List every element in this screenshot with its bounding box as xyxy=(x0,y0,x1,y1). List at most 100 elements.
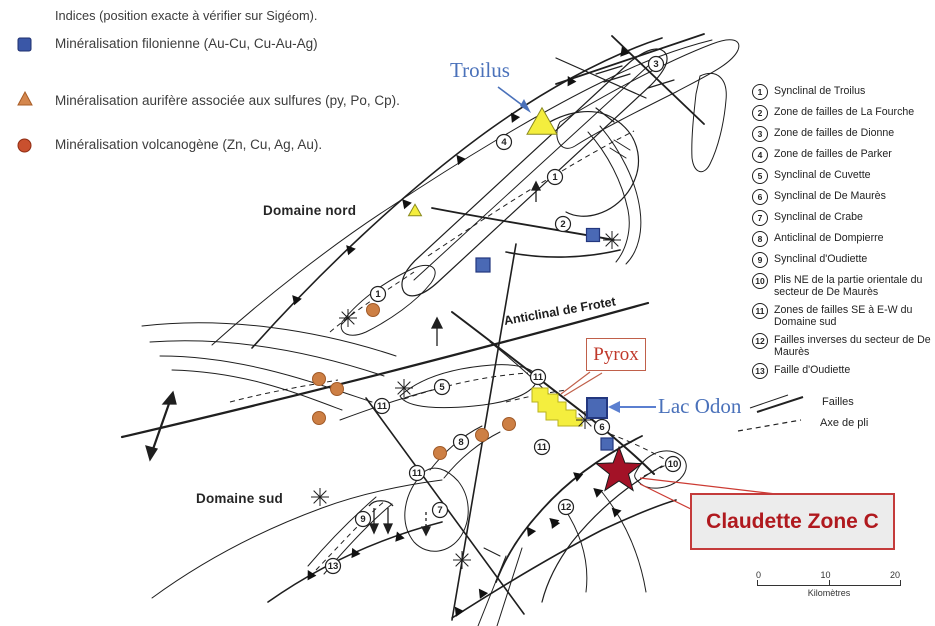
fracture-line xyxy=(341,311,355,325)
number-circle xyxy=(554,215,572,233)
thrust-tooth xyxy=(402,199,412,210)
legend-item-label: Synclinal de Crabe xyxy=(774,211,863,223)
claudette-leader xyxy=(639,477,777,514)
troilus-label: Troilus xyxy=(450,58,510,82)
legend-item-label: Zone de failles de Parker xyxy=(774,148,892,160)
legend-item-label: Faille d'Oudiette xyxy=(774,364,851,376)
legend-item-label: Synclinal d'Oudiette xyxy=(774,253,868,265)
number-text: 1 xyxy=(552,172,558,183)
legend-number-badge: 6 xyxy=(752,189,768,205)
legend-item-label: Minéralisation filonienne (Au-Cu, Cu-Au-… xyxy=(55,36,318,51)
number-circle xyxy=(546,168,564,186)
thrust-tooth xyxy=(573,472,584,482)
number-circle xyxy=(557,498,575,516)
map-number-3: 3 xyxy=(647,55,665,73)
fracture-symbol xyxy=(311,488,329,506)
fracture-symbol xyxy=(339,309,357,327)
number-text: 13 xyxy=(328,561,339,572)
volcanogene-dot xyxy=(312,411,326,425)
number-text: 1 xyxy=(375,289,381,300)
number-text: 3 xyxy=(653,59,658,70)
scale-unit: Kilomètres xyxy=(807,588,851,598)
number-text: 4 xyxy=(501,137,507,148)
map-number-6: 6 xyxy=(593,418,611,436)
thrust-tooth xyxy=(550,518,561,529)
scale-tick-label: 0 xyxy=(756,570,762,580)
claudette-star xyxy=(594,445,644,492)
number-circle xyxy=(647,55,665,73)
legend-number-badge: 7 xyxy=(752,210,768,226)
number-circle xyxy=(431,501,449,519)
legend-item-label: Minéralisation volcanogène (Zn, Cu, Ag, … xyxy=(55,137,323,152)
legend-item-label: Synclinal de De Maurès xyxy=(774,190,886,202)
failles-label: Failles xyxy=(822,396,854,408)
thrust-tooth xyxy=(526,526,537,537)
legend-number-badge: 13 xyxy=(752,363,768,379)
thrust-tooth xyxy=(307,570,317,581)
number-circle xyxy=(664,455,682,473)
triangle-icon xyxy=(17,91,33,106)
number-text: 11 xyxy=(533,372,544,383)
number-text: 7 xyxy=(437,505,442,516)
legend-number-badge: 9 xyxy=(752,252,768,268)
legend-item-label: Zone de failles de La Fourche xyxy=(774,106,915,118)
map-number-1: 1 xyxy=(546,168,564,186)
map-number-10: 10 xyxy=(664,455,682,473)
pyrox-callout: Pyrox xyxy=(586,338,646,371)
legend-item-label: Zone de failles de Dionne xyxy=(774,127,895,139)
number-text: 8 xyxy=(458,437,463,448)
map-linework xyxy=(120,33,740,626)
number-circle xyxy=(593,418,611,436)
map-number-13: 13 xyxy=(324,557,342,575)
map-number-1: 1 xyxy=(369,285,387,303)
number-text: 10 xyxy=(668,459,679,470)
fold-arrows xyxy=(145,180,542,537)
map-number-11: 11 xyxy=(373,397,391,415)
thrust-tooth xyxy=(454,606,465,617)
legend-number-badge: 4 xyxy=(752,147,768,163)
map-number-4: 4 xyxy=(495,133,513,151)
legend-item-label: Failles inverses du secteur de De Maurès xyxy=(774,334,931,358)
aurifere-triangle xyxy=(526,106,558,135)
volcanogene-dot xyxy=(366,303,380,317)
number-text: 11 xyxy=(412,468,423,479)
thrust-tooth xyxy=(510,112,521,123)
legend-number-badge: 11 xyxy=(752,303,768,319)
legend-item-11: 11 Zones de failles SE à E-W du Domaine s… xyxy=(752,303,935,328)
number-text: 11 xyxy=(377,401,388,412)
legend-item-label: Plis NE de la partie orientale du secteu… xyxy=(774,274,923,298)
legend-number-badge: 2 xyxy=(752,105,768,121)
number-text: 2 xyxy=(560,219,565,230)
volcanogene-dot xyxy=(502,417,516,431)
thrust-tooth xyxy=(478,588,489,599)
map-number-9: 9 xyxy=(354,510,372,528)
number-text: 9 xyxy=(360,514,365,525)
filonienne-square xyxy=(475,257,491,273)
thrust-tooth xyxy=(292,295,302,306)
filonienne-square xyxy=(585,227,601,243)
filonienne-square xyxy=(600,437,614,451)
lac-odon-label: Lac Odon xyxy=(658,394,742,418)
legend-item-label: Zones de failles SE à E-W du Domaine sud xyxy=(774,304,913,328)
number-circle xyxy=(373,397,391,415)
aurifere-triangle xyxy=(407,203,423,217)
thrust-tooth xyxy=(351,547,361,559)
number-circle xyxy=(324,557,342,575)
legend-item-6: 6 Synclinal de De Maurès xyxy=(752,189,935,205)
map-number-11: 11 xyxy=(529,368,547,386)
thrust-tooth xyxy=(346,245,356,256)
scale-tick-label: 10 xyxy=(820,570,831,580)
pyrox-deposit-polygon xyxy=(531,387,583,427)
fracture-line xyxy=(313,490,327,504)
volcanogene-dot xyxy=(433,446,447,460)
legend-number-badge: 10 xyxy=(752,273,768,289)
map-number-8: 8 xyxy=(452,433,470,451)
thrust-tooth xyxy=(593,487,604,498)
